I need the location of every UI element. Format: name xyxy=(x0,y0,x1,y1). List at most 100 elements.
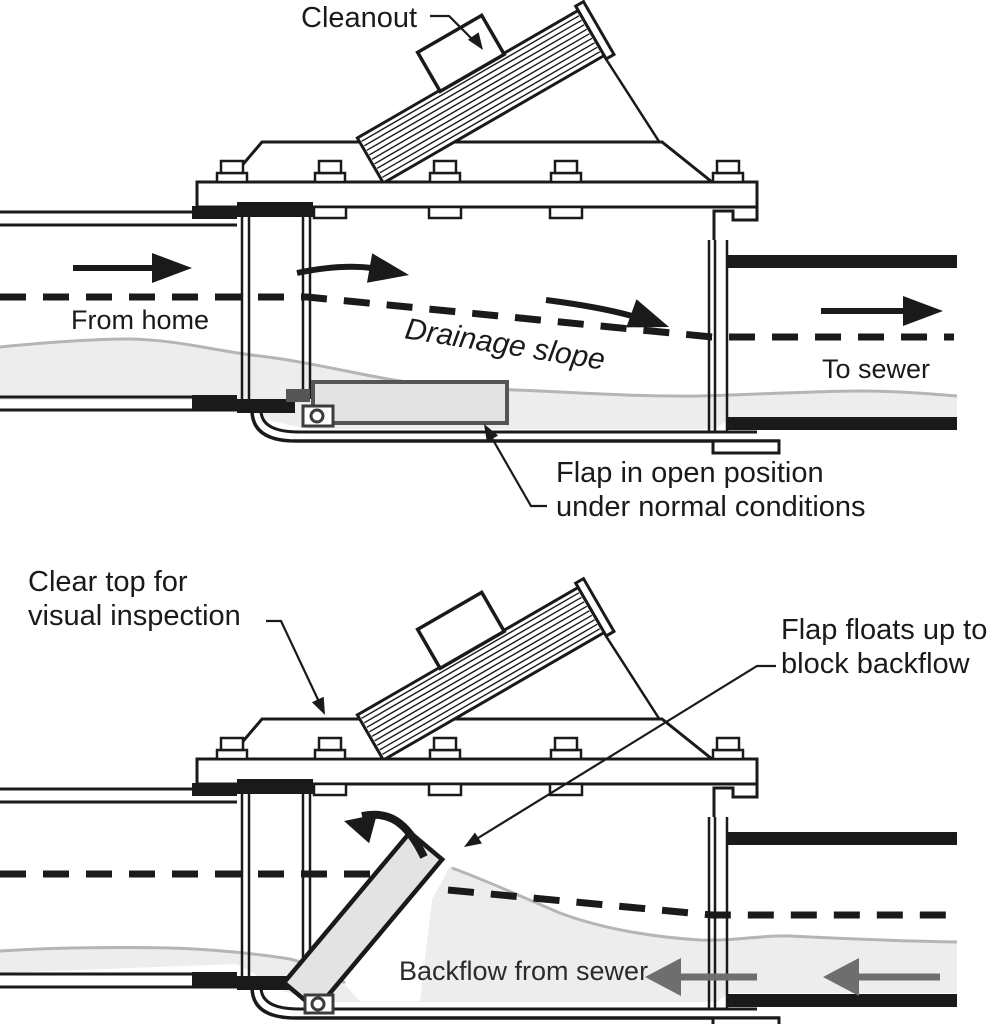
flange-tab xyxy=(427,782,463,797)
leader-arrow xyxy=(311,696,325,715)
valve-body xyxy=(0,576,957,1024)
flap xyxy=(280,829,446,1013)
flange-bolt-nut xyxy=(715,159,741,175)
lid xyxy=(224,140,717,184)
flange-bolt-washer xyxy=(549,171,583,184)
cleanout-riser xyxy=(355,0,617,186)
clear-top-note: Clear top for visual inspection xyxy=(28,565,241,633)
outlet-pipe-wall-top xyxy=(727,255,957,268)
leader-line xyxy=(469,664,776,844)
leader-line xyxy=(430,14,478,45)
leader-arrow xyxy=(467,32,483,50)
leader-arrow xyxy=(484,424,499,442)
inlet-ring-bottom xyxy=(192,972,237,988)
chamber-floor-inner xyxy=(259,986,757,1011)
flange-bolt-washer xyxy=(549,748,583,761)
flow-arrow-head xyxy=(626,299,669,328)
backflow-label: Backflow from sewer xyxy=(399,956,649,986)
outlet-bracket xyxy=(712,784,759,817)
top-diagram-normal-flow xyxy=(0,0,958,508)
water xyxy=(0,866,957,1002)
hinge-pin xyxy=(310,996,326,1012)
centerline-dashed xyxy=(0,293,954,341)
flap-raised xyxy=(280,829,446,1015)
water-surface-line xyxy=(451,866,958,944)
outlet-pipe-wall-bottom xyxy=(727,417,957,430)
flange-bolt-nut xyxy=(715,736,741,752)
riser-lid-edge xyxy=(602,55,662,144)
riser-lid-edge xyxy=(602,632,662,721)
chamber-floor-outer xyxy=(250,409,780,443)
rotation-arrow xyxy=(344,810,428,859)
flap xyxy=(311,380,509,425)
outlet-foot xyxy=(711,1016,781,1024)
valve-body xyxy=(0,0,957,455)
inlet-ring-top xyxy=(192,783,237,796)
flange-tab xyxy=(548,205,584,220)
riser-end-ring xyxy=(573,576,617,639)
clear-top-leader xyxy=(266,619,325,715)
outlet-pipe-wall-bottom xyxy=(727,994,957,1007)
flange-bolt-washer xyxy=(428,171,462,184)
water xyxy=(0,339,957,429)
to-sewer-label: To sewer xyxy=(822,354,931,384)
flap-open-leader xyxy=(484,424,547,508)
flap-raised-leader xyxy=(464,664,776,847)
backflow-arrow-head xyxy=(645,958,681,996)
flange-bolt-washer xyxy=(215,171,249,184)
leader-line xyxy=(488,432,547,508)
leader-line xyxy=(266,619,322,707)
flange-tab xyxy=(312,205,348,220)
from-home-label: From home xyxy=(71,305,210,335)
flange-bolt-washer xyxy=(313,171,347,184)
hub-cap-top xyxy=(237,202,313,217)
flow-arrow-head xyxy=(903,296,943,326)
flange-bolt-washer xyxy=(711,748,745,761)
flap-open-note: Flap in open position under normal condi… xyxy=(556,456,866,524)
flow-arrow-shaft xyxy=(545,297,633,319)
inlet-ring-bottom xyxy=(192,395,237,411)
flange-bolt-nut xyxy=(432,736,458,752)
flange-tab xyxy=(312,782,348,797)
backflow-arrows xyxy=(645,958,940,996)
clear-top-note-line1: Clear top for xyxy=(28,566,188,598)
flange-bolt-nut xyxy=(219,159,245,175)
flap-seat-shadow xyxy=(286,389,310,402)
flange-bolt-nut xyxy=(317,159,343,175)
flow-arrow-head xyxy=(152,253,192,283)
flap-raised-note: Flap floats up to block backflow xyxy=(781,613,987,681)
flange-bolt-washer xyxy=(711,171,745,184)
inlet-ring-top xyxy=(192,206,237,219)
bottom-diagram-backflow xyxy=(0,576,958,1024)
outlet-bracket xyxy=(712,207,759,240)
cleanout-leader xyxy=(430,14,483,50)
outlet-foot xyxy=(711,439,781,455)
clear-top-note-line2: visual inspection xyxy=(28,600,241,632)
flange-bolt-nut xyxy=(317,736,343,752)
centerline-dashed xyxy=(0,870,954,919)
cleanout-cap xyxy=(415,589,507,671)
flange-bolt-nut xyxy=(219,736,245,752)
chamber-floor-outer xyxy=(250,986,780,1020)
flap-raised-note-line1: Flap floats up to xyxy=(781,614,988,646)
flange-bolt-nut xyxy=(553,736,579,752)
backflow-arrow-head xyxy=(823,958,859,996)
hinge-pin xyxy=(309,408,325,424)
cleanout-riser xyxy=(355,576,617,763)
flange-bolt-nut xyxy=(432,159,458,175)
cleanout-label: Cleanout xyxy=(301,2,418,34)
flange-bolt-washer xyxy=(428,748,462,761)
flap-open-note-line2: under normal conditions xyxy=(556,491,866,523)
riser-end-ring xyxy=(573,0,617,62)
flange-tab xyxy=(427,205,463,220)
rotation-arrow-shaft xyxy=(361,810,428,859)
flange-bolt-washer xyxy=(215,748,249,761)
flange-bolt-nut xyxy=(553,159,579,175)
flange-bolt-washer xyxy=(313,748,347,761)
hub-cap-top xyxy=(237,779,313,794)
hub-cap-bottom xyxy=(237,976,295,990)
flap-open xyxy=(286,380,509,428)
flow-arrows xyxy=(73,253,943,328)
